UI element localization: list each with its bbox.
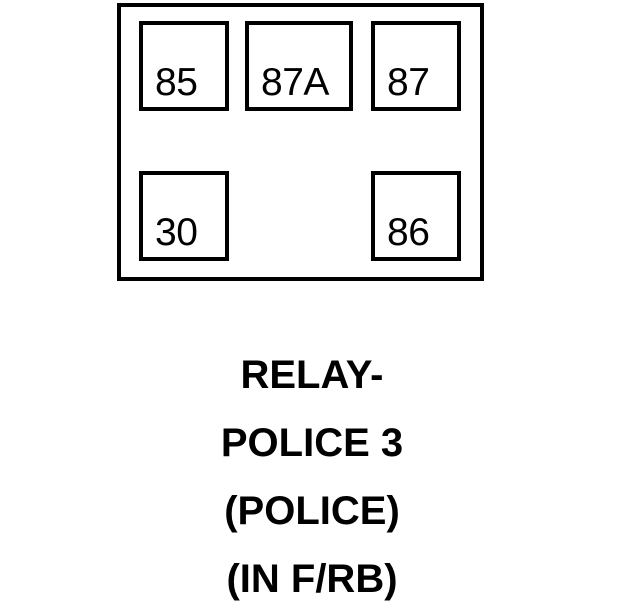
terminal-pad-87a: 87A bbox=[245, 21, 353, 111]
caption-line-4: (IN F/RB) bbox=[226, 557, 398, 601]
relay-pinout-diagram: 85 87A 87 30 86 RELAY- POLICE 3 (POLICE)… bbox=[117, 3, 484, 601]
terminal-label-85: 85 bbox=[155, 61, 198, 104]
terminal-label-30: 30 bbox=[155, 211, 198, 254]
terminal-pad-85: 85 bbox=[139, 21, 229, 111]
terminal-label-86: 86 bbox=[387, 211, 430, 254]
caption-line-3: (POLICE) bbox=[224, 489, 400, 533]
terminal-pad-30: 30 bbox=[139, 171, 229, 261]
terminal-label-87: 87 bbox=[387, 61, 430, 104]
terminal-label-87a: 87A bbox=[261, 61, 329, 104]
caption-line-1: RELAY- bbox=[240, 353, 384, 397]
terminal-pad-87: 87 bbox=[371, 21, 461, 111]
caption-line-2: POLICE 3 bbox=[220, 421, 404, 465]
terminal-pad-86: 86 bbox=[371, 171, 461, 261]
relay-caption: RELAY- POLICE 3 (POLICE) (IN F/RB) bbox=[0, 341, 624, 613]
